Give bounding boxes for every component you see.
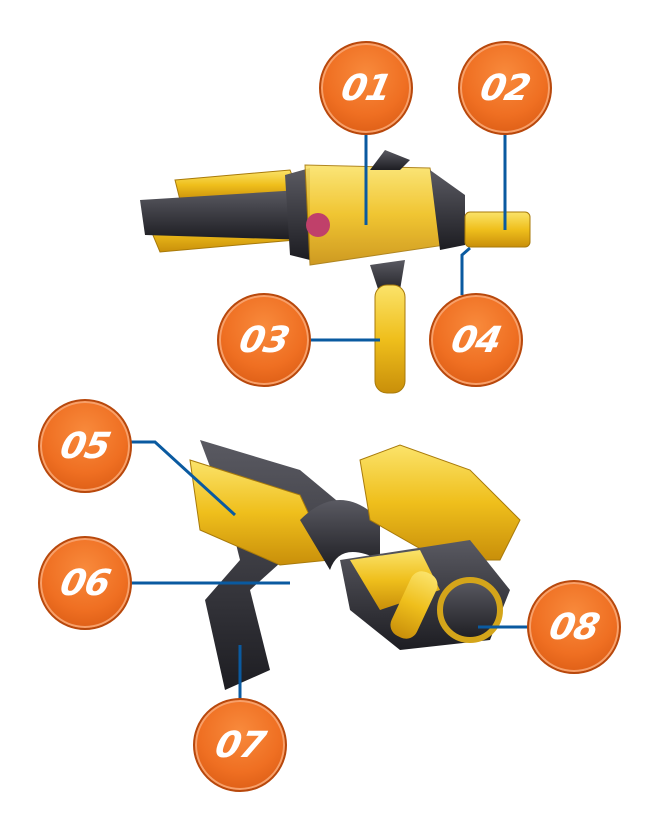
- callout-number: 02: [476, 67, 534, 109]
- callout-number: 06: [56, 562, 114, 604]
- callout-01: 01: [319, 41, 413, 135]
- callout-number: 04: [447, 319, 505, 361]
- callout-03: 03: [217, 293, 311, 387]
- callout-06: 06: [38, 536, 132, 630]
- callout-number: 08: [545, 606, 603, 648]
- callout-08: 08: [527, 580, 621, 674]
- callout-05: 05: [38, 399, 132, 493]
- callout-07: 07: [193, 698, 287, 792]
- callout-02: 02: [458, 41, 552, 135]
- callout-number: 05: [56, 425, 114, 467]
- callout-04: 04: [429, 293, 523, 387]
- bottom-device: [189, 440, 521, 690]
- callout-number: 01: [337, 67, 395, 109]
- top-device: [140, 150, 531, 394]
- callout-number: 03: [235, 319, 293, 361]
- callout-number: 07: [211, 724, 269, 766]
- leader-lines: [130, 132, 528, 700]
